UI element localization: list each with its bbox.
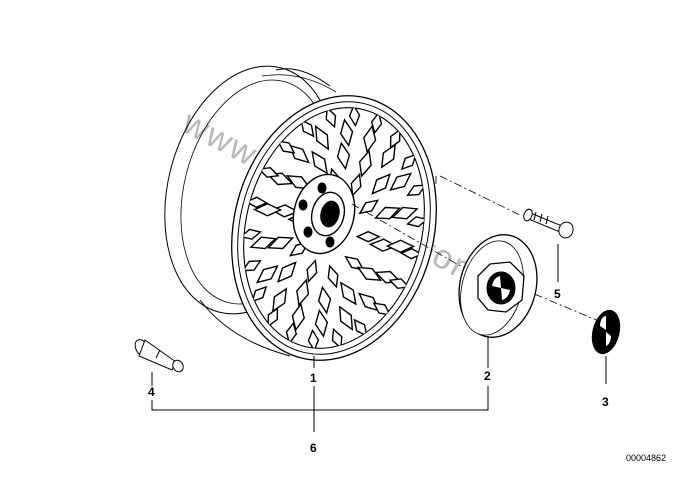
lattice-cell: [338, 305, 354, 331]
lattice-cell: [251, 285, 268, 303]
lattice-cell: [358, 199, 380, 215]
lattice-cell: [277, 261, 297, 283]
lattice-cell: [339, 118, 354, 148]
tire-valve-illustration: [134, 339, 184, 373]
emblem-illustration: [591, 309, 621, 355]
lattice-cell: [390, 206, 419, 220]
wheel-rim-illustration: [164, 65, 437, 361]
lattice-cell: [249, 236, 278, 250]
lattice-cell: [257, 166, 280, 178]
lattice-cell: [327, 264, 339, 289]
callout-5: 5: [554, 287, 561, 301]
lattice-cell: [363, 124, 377, 154]
lattice-cell: [339, 281, 357, 306]
lattice-cell: [348, 104, 361, 128]
lattice-cell: [287, 144, 310, 164]
callout-3: 3: [602, 395, 609, 409]
lattice-cell: [285, 321, 298, 345]
lattice-cell: [255, 264, 279, 284]
assembly-lines: [351, 175, 607, 325]
lattice-cell: [385, 239, 416, 253]
lattice-cell: [336, 141, 351, 171]
lattice-cell: [300, 119, 315, 138]
reference-number: 00004862: [626, 453, 666, 463]
lattice-cell: [355, 230, 381, 243]
lattice-cell: [400, 153, 417, 171]
wheel-bolt-illustration: [523, 208, 574, 239]
lattice-cell: [239, 228, 262, 240]
callout-6: 6: [310, 441, 317, 455]
lattice-cell: [314, 308, 329, 338]
lattice-cell: [252, 203, 283, 217]
lattice-cell: [291, 302, 305, 332]
lattice-cell: [311, 150, 329, 175]
lattice-cell: [406, 184, 427, 196]
lattice-cell: [266, 236, 295, 250]
lattice-cell: [388, 278, 411, 290]
lattice-cell: [389, 128, 401, 150]
lattice-cell: [380, 143, 396, 169]
lattice-cell: [314, 125, 330, 151]
lattice-cell: [389, 172, 413, 192]
lattice-cell: [358, 149, 372, 178]
lattice-cell: [317, 285, 332, 315]
lattice-cell: [372, 302, 392, 316]
lattice-cell: [272, 287, 288, 313]
lattice-cell: [307, 328, 320, 352]
lattice-cell: [306, 258, 318, 284]
lattice-cell: [358, 292, 381, 312]
hub-cap-illustration: [458, 234, 538, 338]
leader-lines: [151, 244, 607, 432]
lattice-cell: [371, 173, 391, 195]
lattice-cell: [276, 140, 296, 154]
lattice-cell: [267, 306, 279, 328]
lattice-cell: [399, 247, 423, 260]
lattice-cell: [353, 318, 368, 337]
callout-2: 2: [484, 369, 491, 383]
callout-4: 4: [148, 385, 155, 399]
lattice-cell: [325, 106, 337, 129]
lattice-cell: [241, 260, 262, 272]
lattice-cell: [406, 216, 429, 228]
lattice-cell: [368, 238, 398, 252]
lattice-cell: [373, 206, 402, 220]
lattice-cell: [370, 111, 383, 135]
lattice-cell: [296, 278, 310, 307]
lattice-cell: [331, 327, 343, 350]
callout-1: 1: [310, 371, 317, 385]
lattice-cell: [344, 255, 365, 271]
lattice-cell: [245, 196, 269, 209]
